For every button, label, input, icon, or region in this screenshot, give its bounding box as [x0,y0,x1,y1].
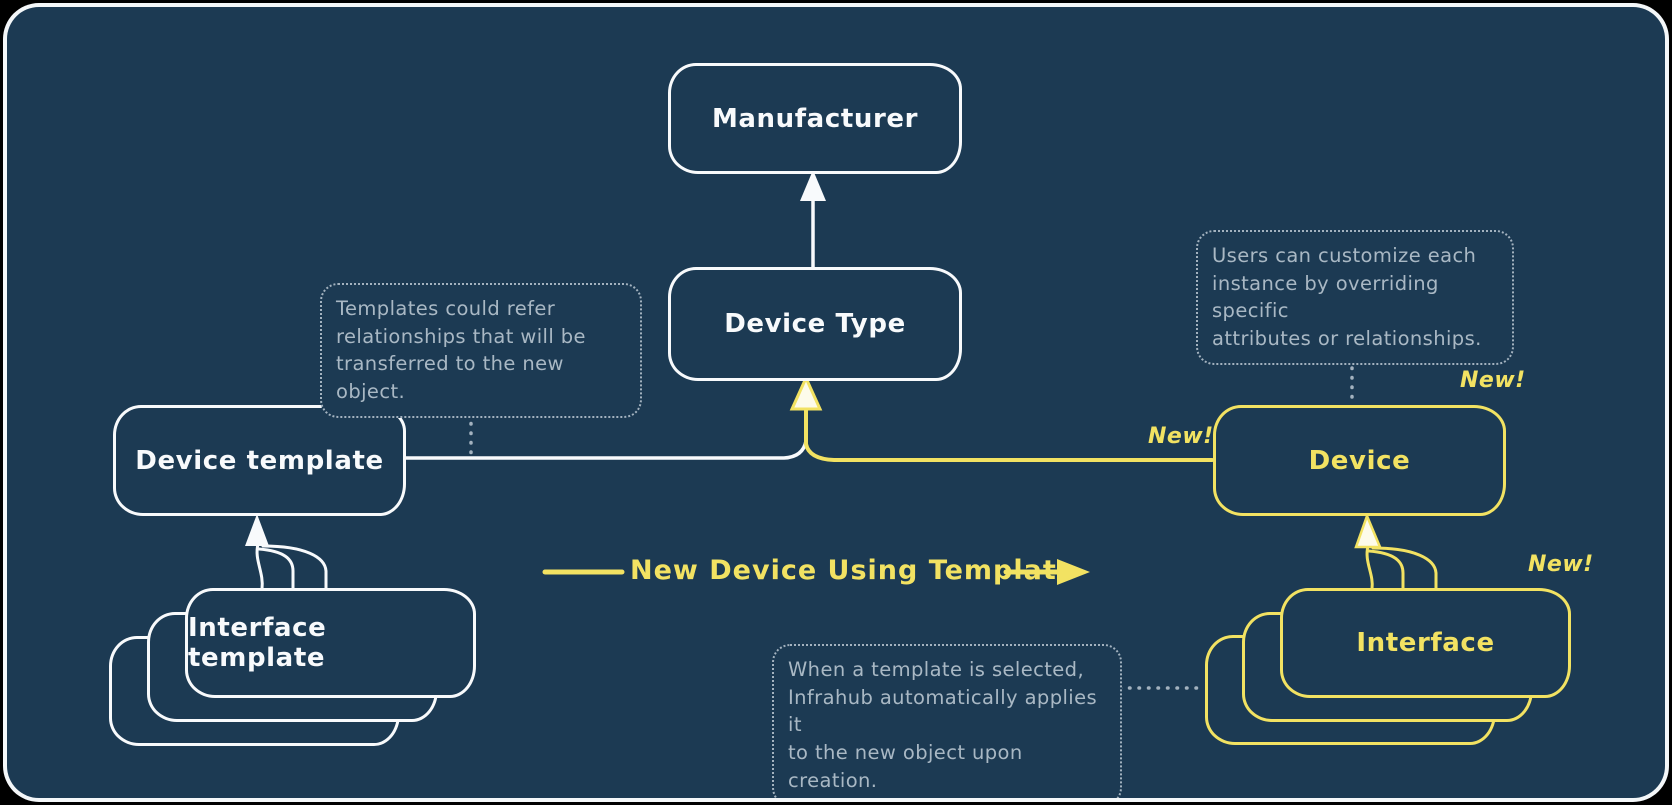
new-badge-device-corner: New! [1460,368,1526,393]
node-manufacturer: Manufacturer [668,63,962,174]
line-device-template-to-junction [398,439,808,460]
node-device-type: Device Type [668,267,962,381]
flow-label: New Device Using Template [630,555,1077,586]
arrow-device-type-to-manufacturer [800,170,826,270]
node-device-template-label: Device template [135,445,384,476]
diagram-canvas: Manufacturer Device Type Device template… [7,7,1665,798]
node-interface-template-label: Interface template [188,613,327,673]
note-apply: When a template is selected, Infrahub au… [772,644,1122,798]
new-badge-interface: New! [1528,552,1594,577]
note-customize: Users can customize each instance by ove… [1196,230,1514,365]
node-device-template: Device template [113,405,406,516]
note-templates: Templates could refer relationships that… [320,283,642,418]
node-manufacturer-label: Manufacturer [711,103,919,134]
new-badge-device-line: New! [1148,424,1214,449]
node-device: Device [1213,405,1506,516]
arrow-interface-template-to-device-template [245,514,328,591]
arrow-junction-to-device-type [789,374,823,446]
arrow-interface-to-device [1354,512,1438,591]
node-device-label: Device [1308,445,1411,476]
node-interface-label: Interface [1356,628,1495,658]
diagram-scene: Manufacturer Device Type Device template… [7,7,1665,798]
node-interface: Interface [1280,588,1571,698]
node-device-type-label: Device Type [724,309,906,339]
node-interface-template: Interface template [185,588,476,698]
